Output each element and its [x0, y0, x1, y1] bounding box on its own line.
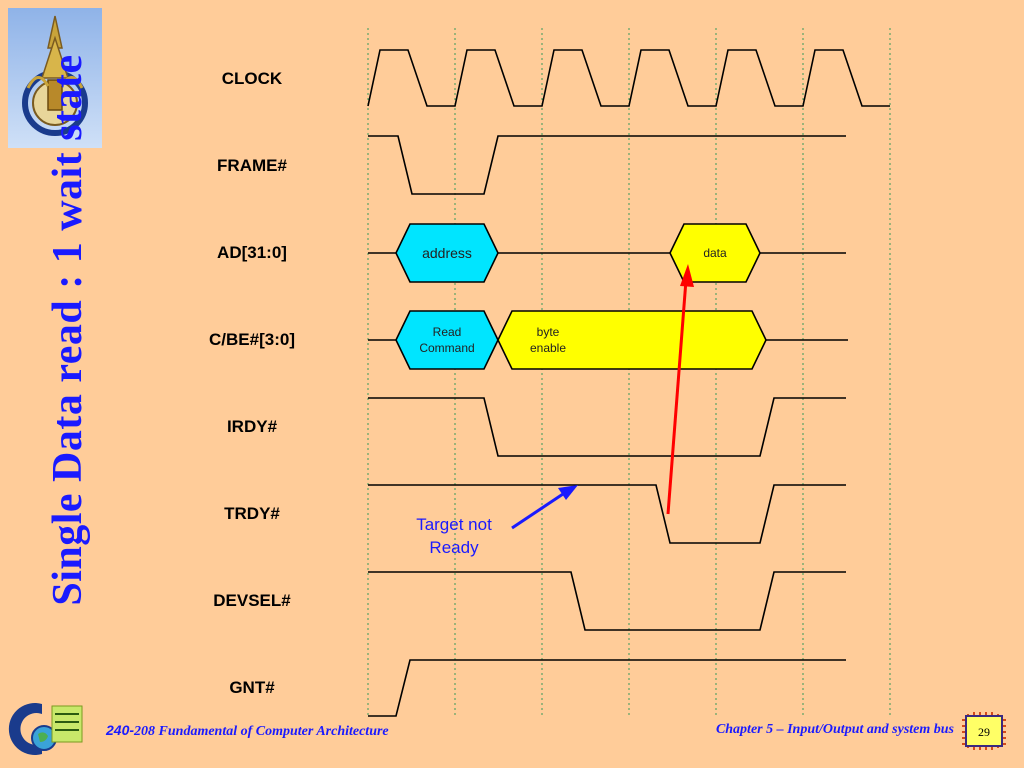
signal-label-cbe: C/BE#[3:0] — [209, 330, 295, 349]
cbe-byte-enable-line1: byte — [537, 325, 560, 339]
frame-waveform — [368, 135, 846, 195]
gnt-waveform — [368, 659, 846, 717]
annotation-line2: Ready — [429, 538, 479, 557]
footer-chapter: Chapter 5 – Input/Output and system bus — [715, 722, 954, 737]
signal-label-ad: AD[31:0] — [217, 243, 287, 262]
irdy-waveform — [368, 397, 846, 457]
target-not-ready-arrow — [511, 485, 578, 530]
cbe-byte-enable-cell — [497, 310, 767, 370]
cbe-command-line2: Command — [419, 341, 474, 355]
cbe-command-cell — [395, 310, 499, 370]
ad-bus: address data — [368, 223, 846, 283]
cycle-grid — [367, 28, 891, 718]
cbe-command-line1: Read — [433, 325, 462, 339]
signal-label-devsel: DEVSEL# — [213, 591, 291, 610]
signal-label-clock: CLOCK — [222, 69, 283, 88]
data-valid-arrow — [666, 264, 694, 515]
clock-waveform — [367, 49, 890, 107]
trdy-waveform — [368, 484, 846, 544]
ad-data-label: data — [703, 246, 727, 260]
footer-course: 240-208 Fundamental of Computer Architec… — [106, 722, 389, 740]
devsel-waveform — [368, 571, 846, 631]
signal-label-irdy: IRDY# — [227, 417, 278, 436]
signal-label-frame: FRAME# — [217, 156, 287, 175]
annotation-line1: Target not — [416, 515, 492, 534]
page-number-chip: 29 — [962, 712, 1006, 750]
ad-address-label: address — [422, 245, 472, 261]
signal-label-trdy: TRDY# — [224, 504, 280, 523]
university-emblem-logo — [8, 8, 102, 148]
footer-course-code: 240- — [106, 722, 135, 738]
cbe-bus: Read Command byte enable — [368, 310, 848, 370]
page-number: 29 — [978, 725, 990, 739]
signal-label-gnt: GNT# — [229, 678, 275, 697]
department-logo — [8, 698, 86, 760]
cbe-byte-enable-line2: enable — [530, 341, 566, 355]
footer-course-name: 208 Fundamental of Computer Architecture — [134, 724, 389, 739]
